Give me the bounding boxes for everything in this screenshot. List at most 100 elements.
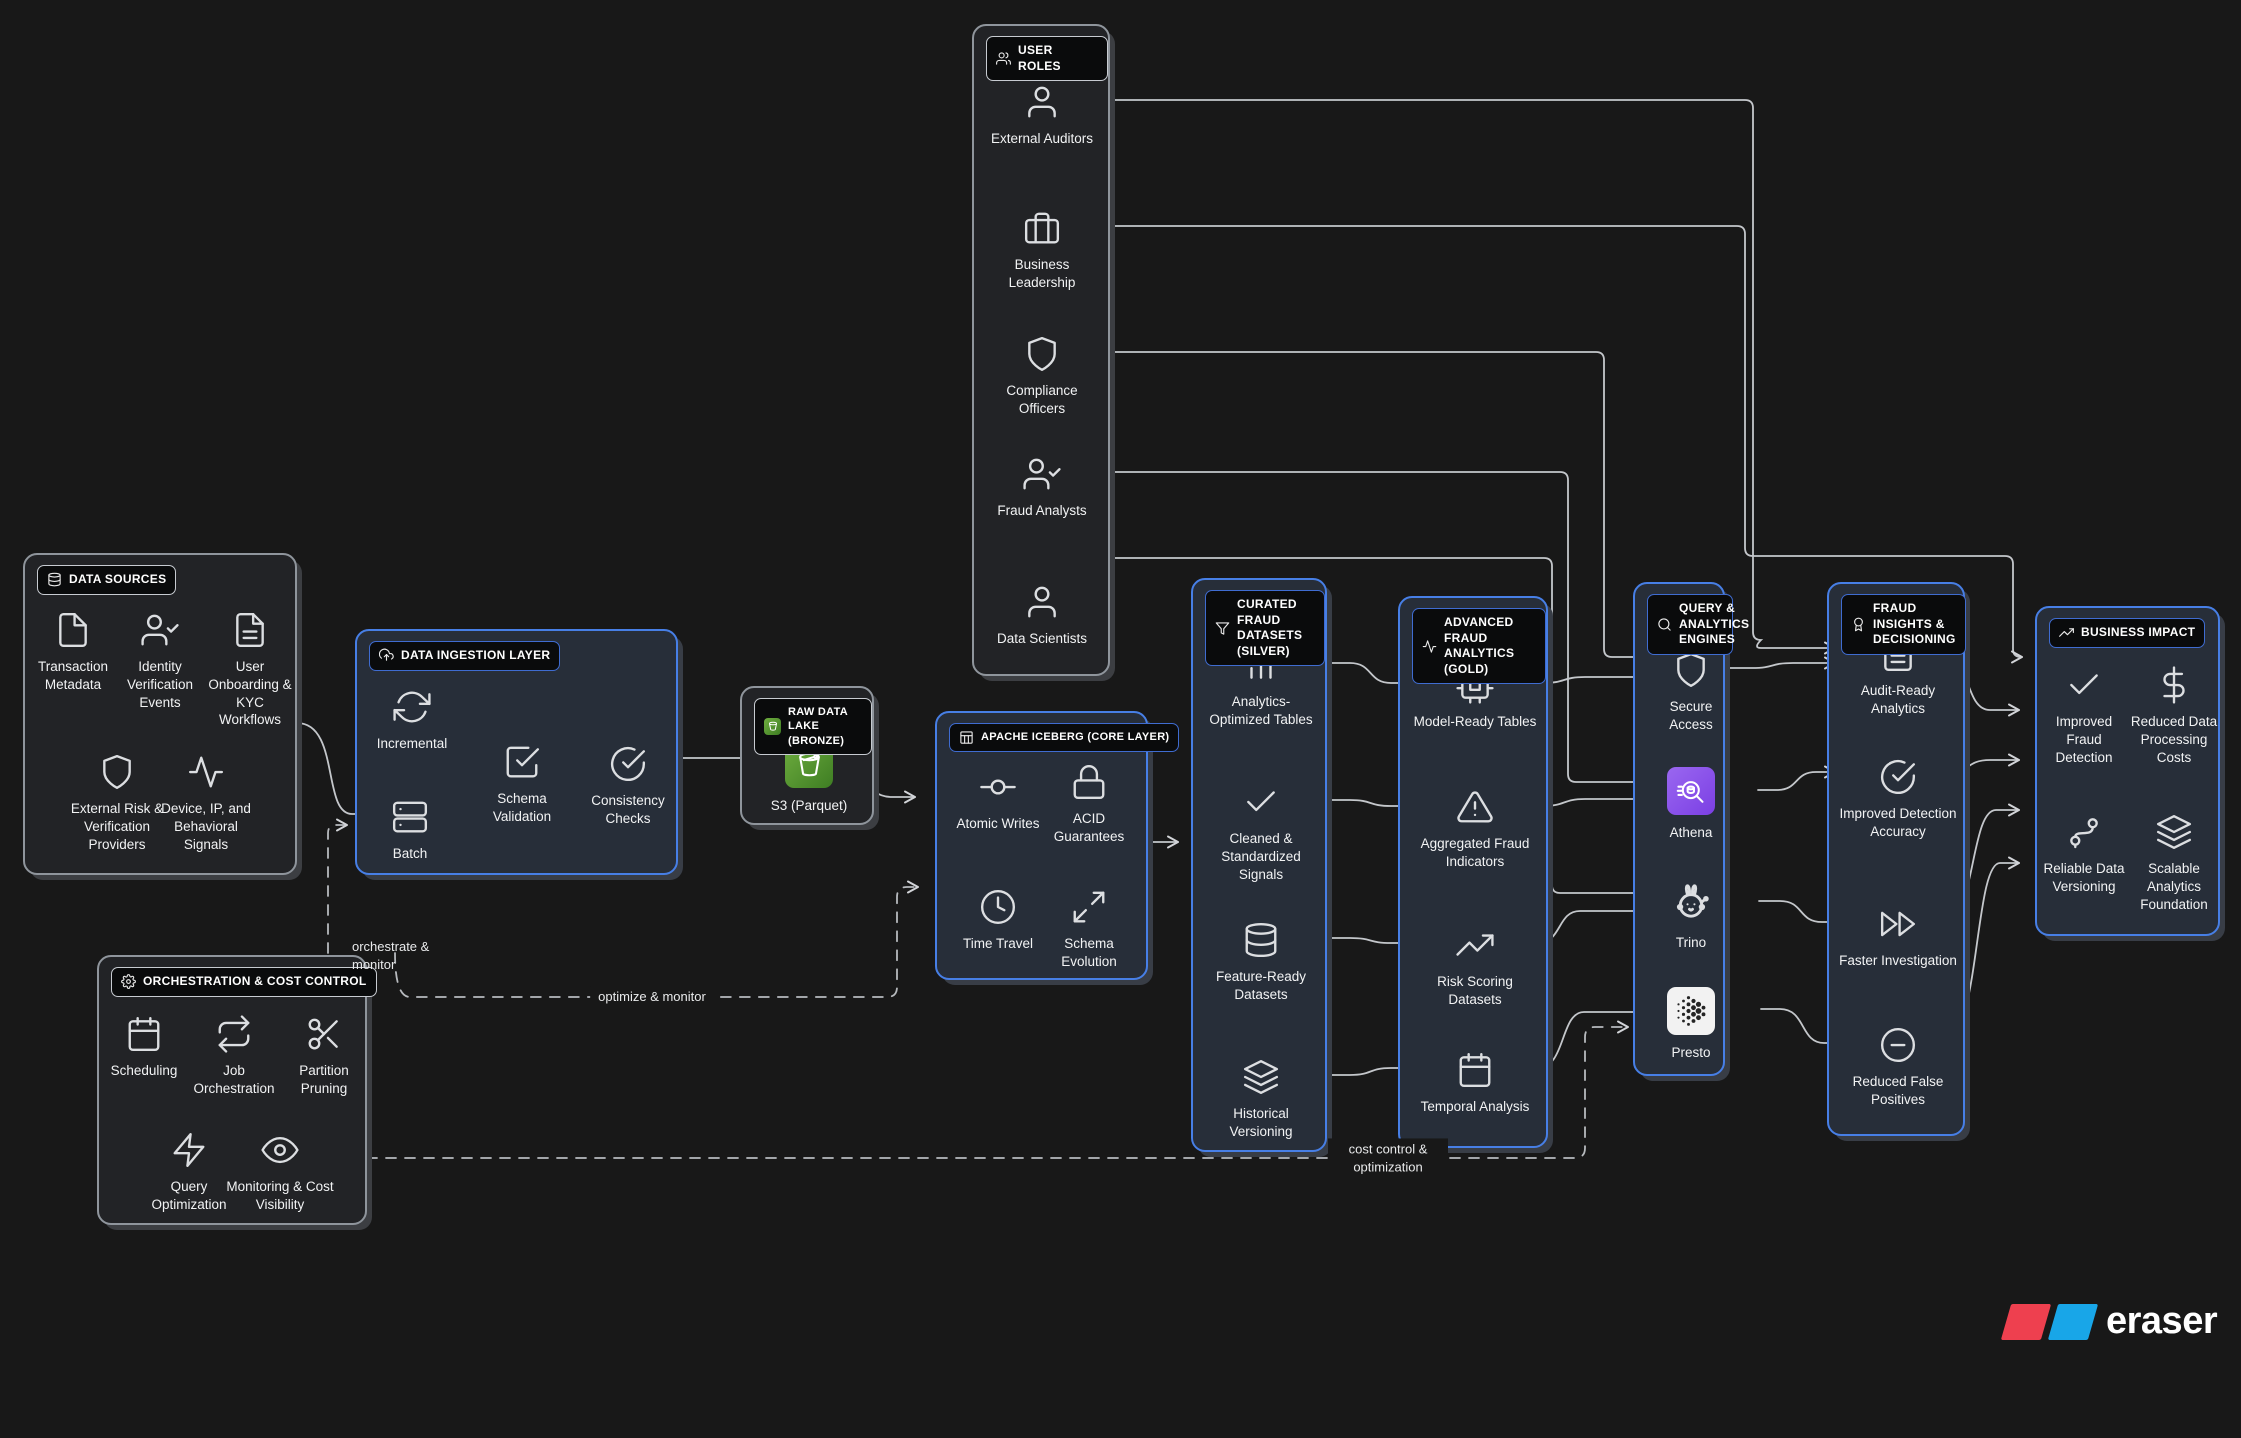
group-title-label: BUSINESS IMPACT — [2081, 625, 2196, 639]
node-athena[interactable]: Athena — [1649, 767, 1733, 842]
table-grid-icon — [959, 730, 974, 745]
check-square-icon — [503, 743, 541, 781]
node-external-risk-providers[interactable]: External Risk & Verification Providers — [65, 753, 169, 853]
node-cleaned-standardized-signals[interactable]: Cleaned & Standardized Signals — [1203, 783, 1319, 883]
node-label: Trino — [1675, 935, 1707, 950]
node-label: Scalable Analytics Foundation — [2140, 861, 2208, 912]
node-identity-verification-events[interactable]: Identity Verification Events — [115, 611, 205, 711]
file-icon — [54, 611, 92, 649]
gear-icon — [121, 974, 136, 989]
group-apache-iceberg[interactable]: APACHE ICEBERG (CORE LAYER) Atomic Write… — [935, 711, 1180, 980]
eraser-logo[interactable]: eraser — [2000, 1300, 2218, 1343]
node-reduced-false-positives[interactable]: Reduced False Positives — [1838, 1026, 1958, 1109]
node-label: Schema Evolution — [1061, 936, 1117, 969]
node-compliance-officers[interactable]: Compliance Officers — [986, 335, 1098, 418]
cloud-upload-icon — [379, 648, 394, 663]
node-aggregated-fraud-indicators[interactable]: Aggregated Fraud Indicators — [1413, 788, 1537, 871]
clock-icon — [979, 888, 1017, 926]
node-fraud-analysts[interactable]: Fraud Analysts — [986, 455, 1098, 520]
check-circle-icon — [1879, 758, 1917, 796]
group-raw-data-lake[interactable]: RAW DATA LAKE (BRONZE) S3 (Parquet) — [740, 686, 874, 825]
group-title-user-roles: USER ROLES — [986, 36, 1108, 82]
layers-icon — [1242, 1058, 1280, 1096]
node-feature-ready-datasets[interactable]: Feature-Ready Datasets — [1203, 921, 1319, 1004]
group-title-engines: QUERY & ANALYTICS ENGINES — [1647, 594, 1749, 655]
trending-up-icon — [2059, 625, 2074, 640]
node-label: Risk Scoring Datasets — [1437, 974, 1513, 1007]
node-label: Schema Validation — [492, 791, 552, 824]
node-secure-access[interactable]: Secure Access — [1649, 651, 1733, 734]
node-trino[interactable]: Trino — [1649, 879, 1733, 952]
node-label: Reduced False Positives — [1852, 1074, 1944, 1107]
shield-icon — [98, 753, 136, 791]
group-fraud-insights-decisioning[interactable]: FRAUD INSIGHTS & DECISIONING Audit-Ready… — [1827, 582, 1966, 1136]
node-risk-scoring-datasets[interactable]: Risk Scoring Datasets — [1413, 926, 1537, 1009]
node-query-optimization[interactable]: Query Optimization — [139, 1131, 239, 1214]
node-label: Device, IP, and Behavioral Signals — [161, 801, 251, 852]
node-improved-detection-accuracy[interactable]: Improved Detection Accuracy — [1838, 758, 1958, 841]
node-temporal-analysis[interactable]: Temporal Analysis — [1413, 1051, 1537, 1116]
group-title-label: QUERY & ANALYTICS ENGINES — [1679, 601, 1750, 647]
group-advanced-fraud-analytics-gold[interactable]: ADVANCED FRAUD ANALYTICS (GOLD) Model-Re… — [1398, 596, 1548, 1148]
node-historical-versioning[interactable]: Historical Versioning — [1203, 1058, 1319, 1141]
dollar-sign-icon — [2155, 666, 2193, 704]
group-title-gold: ADVANCED FRAUD ANALYTICS (GOLD) — [1412, 608, 1546, 685]
node-external-auditors[interactable]: External Auditors — [986, 83, 1098, 148]
database-icon — [47, 572, 62, 587]
node-schema-evolution[interactable]: Schema Evolution — [1041, 888, 1137, 971]
group-data-ingestion-layer[interactable]: DATA INGESTION LAYER Incremental Batch S… — [355, 629, 678, 875]
group-title-data-sources: DATA SOURCES — [37, 565, 177, 595]
node-atomic-writes[interactable]: Atomic Writes — [950, 768, 1046, 833]
node-transaction-metadata[interactable]: Transaction Metadata — [30, 611, 116, 694]
zap-icon — [170, 1131, 208, 1169]
node-label: Business Leadership — [1008, 257, 1076, 290]
group-title-label: FRAUD INSIGHTS & DECISIONING — [1873, 601, 1956, 647]
file-text-icon — [231, 611, 269, 649]
trending-up-icon — [1456, 926, 1494, 964]
database-icon — [1242, 921, 1280, 959]
activity-icon — [187, 753, 225, 791]
node-label: Atomic Writes — [956, 816, 1040, 831]
group-user-roles[interactable]: USER ROLES External Auditors Business Le… — [972, 24, 1110, 676]
node-monitoring-cost-visibility[interactable]: Monitoring & Cost Visibility — [226, 1131, 334, 1214]
node-label: Model-Ready Tables — [1413, 714, 1537, 729]
group-curated-fraud-datasets-silver[interactable]: CURATED FRAUD DATASETS (SILVER) Analytic… — [1191, 578, 1327, 1152]
node-presto[interactable]: Presto — [1649, 987, 1733, 1062]
node-consistency-checks[interactable]: Consistency Checks — [578, 745, 678, 828]
node-scheduling[interactable]: Scheduling — [103, 1015, 185, 1080]
group-title-orchestration: ORCHESTRATION & COST CONTROL — [111, 967, 377, 997]
node-label: Faster Investigation — [1839, 953, 1957, 968]
group-data-sources[interactable]: DATA SOURCES Transaction Metadata Identi… — [23, 553, 297, 875]
node-scalable-analytics-foundation[interactable]: Scalable Analytics Foundation — [2130, 813, 2218, 913]
node-reduced-data-processing-costs[interactable]: Reduced Data Processing Costs — [2130, 666, 2218, 766]
node-business-leadership[interactable]: Business Leadership — [986, 209, 1098, 292]
group-business-impact[interactable]: BUSINESS IMPACT Improved Fraud Detection… — [2035, 606, 2220, 936]
group-title-silver: CURATED FRAUD DATASETS (SILVER) — [1205, 590, 1325, 667]
node-time-travel[interactable]: Time Travel — [950, 888, 1046, 953]
node-label: ACID Guarantees — [1053, 811, 1125, 844]
eraser-logo-red-shape — [2000, 1303, 2052, 1340]
group-title-label: ADVANCED FRAUD ANALYTICS (GOLD) — [1444, 615, 1515, 676]
refresh-icon — [393, 688, 431, 726]
group-query-analytics-engines[interactable]: QUERY & ANALYTICS ENGINES Secure Access … — [1633, 582, 1749, 1076]
node-label: Time Travel — [962, 936, 1033, 951]
user-icon — [1023, 583, 1061, 621]
briefcase-icon — [1023, 209, 1061, 247]
node-improved-fraud-detection[interactable]: Improved Fraud Detection — [2040, 666, 2128, 766]
node-batch[interactable]: Batch — [362, 798, 458, 863]
trino-bunny-icon — [1668, 879, 1714, 925]
node-data-scientists[interactable]: Data Scientists — [986, 583, 1098, 648]
node-incremental[interactable]: Incremental — [364, 688, 460, 753]
node-device-ip-behavioral-signals[interactable]: Device, IP, and Behavioral Signals — [158, 753, 254, 853]
git-commit-icon — [979, 768, 1017, 806]
node-reliable-data-versioning[interactable]: Reliable Data Versioning — [2040, 813, 2128, 896]
alert-triangle-icon — [1456, 788, 1494, 826]
node-label: Data Scientists — [996, 631, 1088, 646]
node-acid-guarantees[interactable]: ACID Guarantees — [1041, 763, 1137, 846]
group-orchestration-cost-control[interactable]: ORCHESTRATION & COST CONTROL Scheduling … — [97, 955, 377, 1225]
node-user-onboarding-kyc[interactable]: User Onboarding & KYC Workflows — [204, 611, 296, 729]
node-partition-pruning[interactable]: Partition Pruning — [283, 1015, 365, 1098]
node-schema-validation[interactable]: Schema Validation — [472, 743, 572, 826]
node-faster-investigation[interactable]: Faster Investigation — [1838, 905, 1958, 970]
node-job-orchestration[interactable]: Job Orchestration — [189, 1015, 279, 1098]
